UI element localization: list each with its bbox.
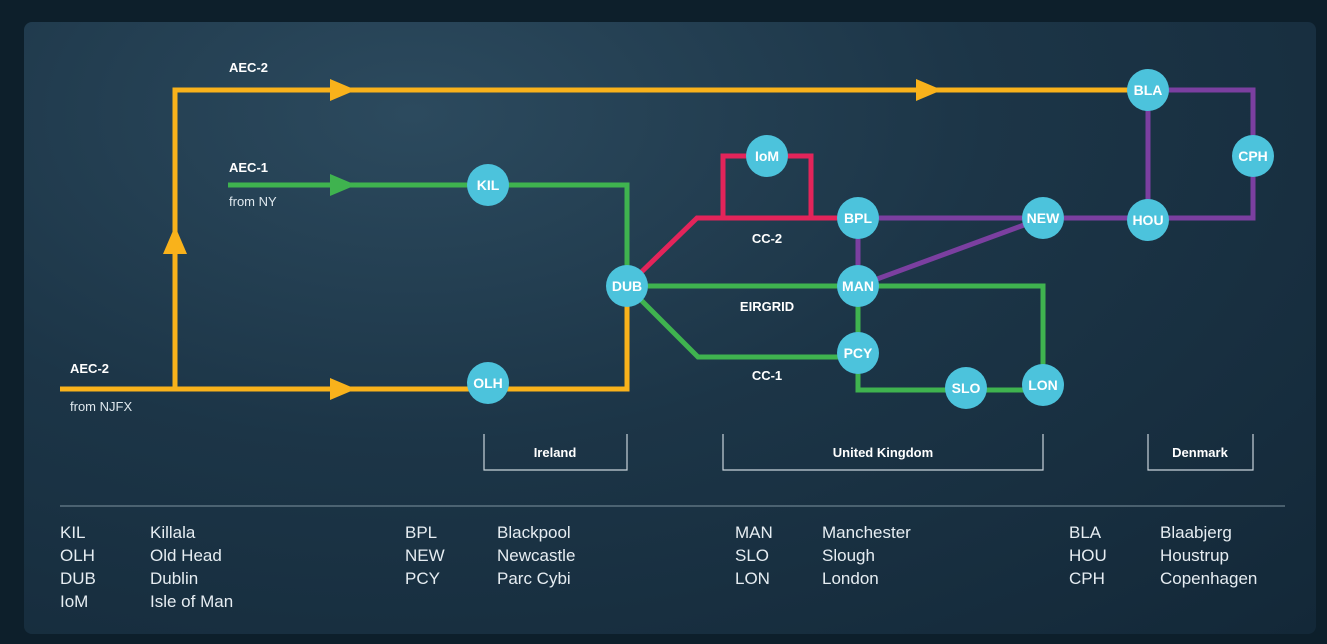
cc2-route (625, 153, 858, 288)
legend-code: NEW (405, 546, 445, 565)
region-ireland-label: Ireland (534, 445, 577, 460)
legend-name: Isle of Man (150, 592, 233, 611)
node-cph[interactable]: CPH (1232, 135, 1274, 177)
aec1-arrow-right (330, 174, 356, 196)
node-olh[interactable]: OLH (467, 362, 509, 404)
node-iom[interactable]: IoM (746, 135, 788, 177)
aec2-line (60, 87, 1148, 392)
aec2-bottom-label: AEC-2 (70, 361, 109, 376)
node-man[interactable]: MAN (837, 265, 879, 307)
legend-name: Manchester (822, 523, 911, 542)
legend-code: PCY (405, 569, 440, 588)
aec2-arrow-right-2 (330, 79, 356, 101)
region-uk: United Kingdom (722, 434, 1044, 471)
aec2-arrow-right-3 (916, 79, 942, 101)
aec2-from-label: from NJFX (70, 399, 132, 414)
node-hou[interactable]: HOU (1127, 199, 1169, 241)
node-hou-circle (1127, 199, 1169, 241)
node-slo[interactable]: SLO (945, 367, 987, 409)
legend-code: CPH (1069, 569, 1105, 588)
node-dub-label: DUB (612, 278, 642, 294)
legend-code: LON (735, 569, 770, 588)
legend-code: IoM (60, 592, 88, 611)
legend-name: Blackpool (497, 523, 571, 542)
aec2-arrow-right-1 (330, 378, 356, 400)
eirgrid-label: EIRGRID (740, 299, 794, 314)
node-bla-label: BLA (1134, 82, 1163, 98)
aec1-line (228, 182, 630, 286)
region-ireland-bracket (483, 434, 628, 471)
legend-name: Slough (822, 546, 875, 565)
legend-code: OLH (60, 546, 95, 565)
legend-name: Newcastle (497, 546, 575, 565)
node-lon[interactable]: LON (1022, 364, 1064, 406)
node-olh-label: OLH (473, 375, 503, 391)
aec1-label: AEC-1 (229, 160, 268, 175)
region-ireland: Ireland (483, 434, 628, 471)
legend: KIL Killala OLH Old Head DUB Dublin IoM … (60, 523, 1257, 611)
node-iom-label: IoM (755, 148, 779, 164)
node-man-label: MAN (842, 278, 874, 294)
legend-name: Copenhagen (1160, 569, 1257, 588)
node-cph-label: CPH (1238, 148, 1268, 164)
node-kil-circle (467, 164, 509, 206)
legend-name: Blaabjerg (1160, 523, 1232, 542)
node-lon-label: LON (1028, 377, 1058, 393)
region-uk-bracket (722, 434, 1044, 471)
region-denmark-bracket (1147, 434, 1254, 471)
bpl-new-hou-line (858, 87, 1256, 221)
node-bla-circle (1127, 69, 1169, 111)
node-new-label: NEW (1027, 210, 1060, 226)
node-man-circle (837, 265, 879, 307)
purple-routes (855, 87, 1256, 289)
eirgrid-line (627, 283, 1046, 385)
legend-code: DUB (60, 569, 96, 588)
cc2-line (625, 215, 858, 288)
man-new-line (857, 215, 1044, 289)
legend-code: MAN (735, 523, 773, 542)
node-cph-circle (1232, 135, 1274, 177)
node-olh-circle (467, 362, 509, 404)
legend-name: Dublin (150, 569, 198, 588)
node-pcy-label: PCY (844, 345, 873, 361)
node-hou-label: HOU (1132, 212, 1163, 228)
node-pcy-circle (837, 332, 879, 374)
node-slo-circle (945, 367, 987, 409)
region-denmark-label: Denmark (1172, 445, 1228, 460)
legend-name: Killala (150, 523, 196, 542)
node-bpl-circle (837, 197, 879, 239)
node-dub-circle (606, 265, 648, 307)
node-kil[interactable]: KIL (467, 164, 509, 206)
aec2-top-label: AEC-2 (229, 60, 268, 75)
legend-name: Old Head (150, 546, 222, 565)
legend-name: Houstrup (1160, 546, 1229, 565)
legend-name: Parc Cybi (497, 569, 571, 588)
node-iom-circle (746, 135, 788, 177)
legend-code: HOU (1069, 546, 1107, 565)
cc1-label: CC-1 (752, 368, 782, 383)
legend-code: BLA (1069, 523, 1102, 542)
node-new[interactable]: NEW (1022, 197, 1064, 239)
legend-code: KIL (60, 523, 86, 542)
node-dub[interactable]: DUB (606, 265, 648, 307)
cc2-label: CC-2 (752, 231, 782, 246)
node-kil-label: KIL (477, 177, 500, 193)
legend-code: BPL (405, 523, 437, 542)
node-pcy[interactable]: PCY (837, 332, 879, 374)
aec2-arrow-up (163, 226, 187, 254)
aec2-route (60, 79, 1148, 400)
node-lon-circle (1022, 364, 1064, 406)
legend-name: London (822, 569, 879, 588)
node-new-circle (1022, 197, 1064, 239)
node-bla[interactable]: BLA (1127, 69, 1169, 111)
legend-code: SLO (735, 546, 769, 565)
node-bpl-label: BPL (844, 210, 872, 226)
aec1-from-label: from NY (229, 194, 277, 209)
region-uk-label: United Kingdom (833, 445, 933, 460)
region-denmark: Denmark (1147, 434, 1254, 471)
node-bpl[interactable]: BPL (837, 197, 879, 239)
node-slo-label: SLO (952, 380, 981, 396)
cc1-line (625, 284, 858, 360)
